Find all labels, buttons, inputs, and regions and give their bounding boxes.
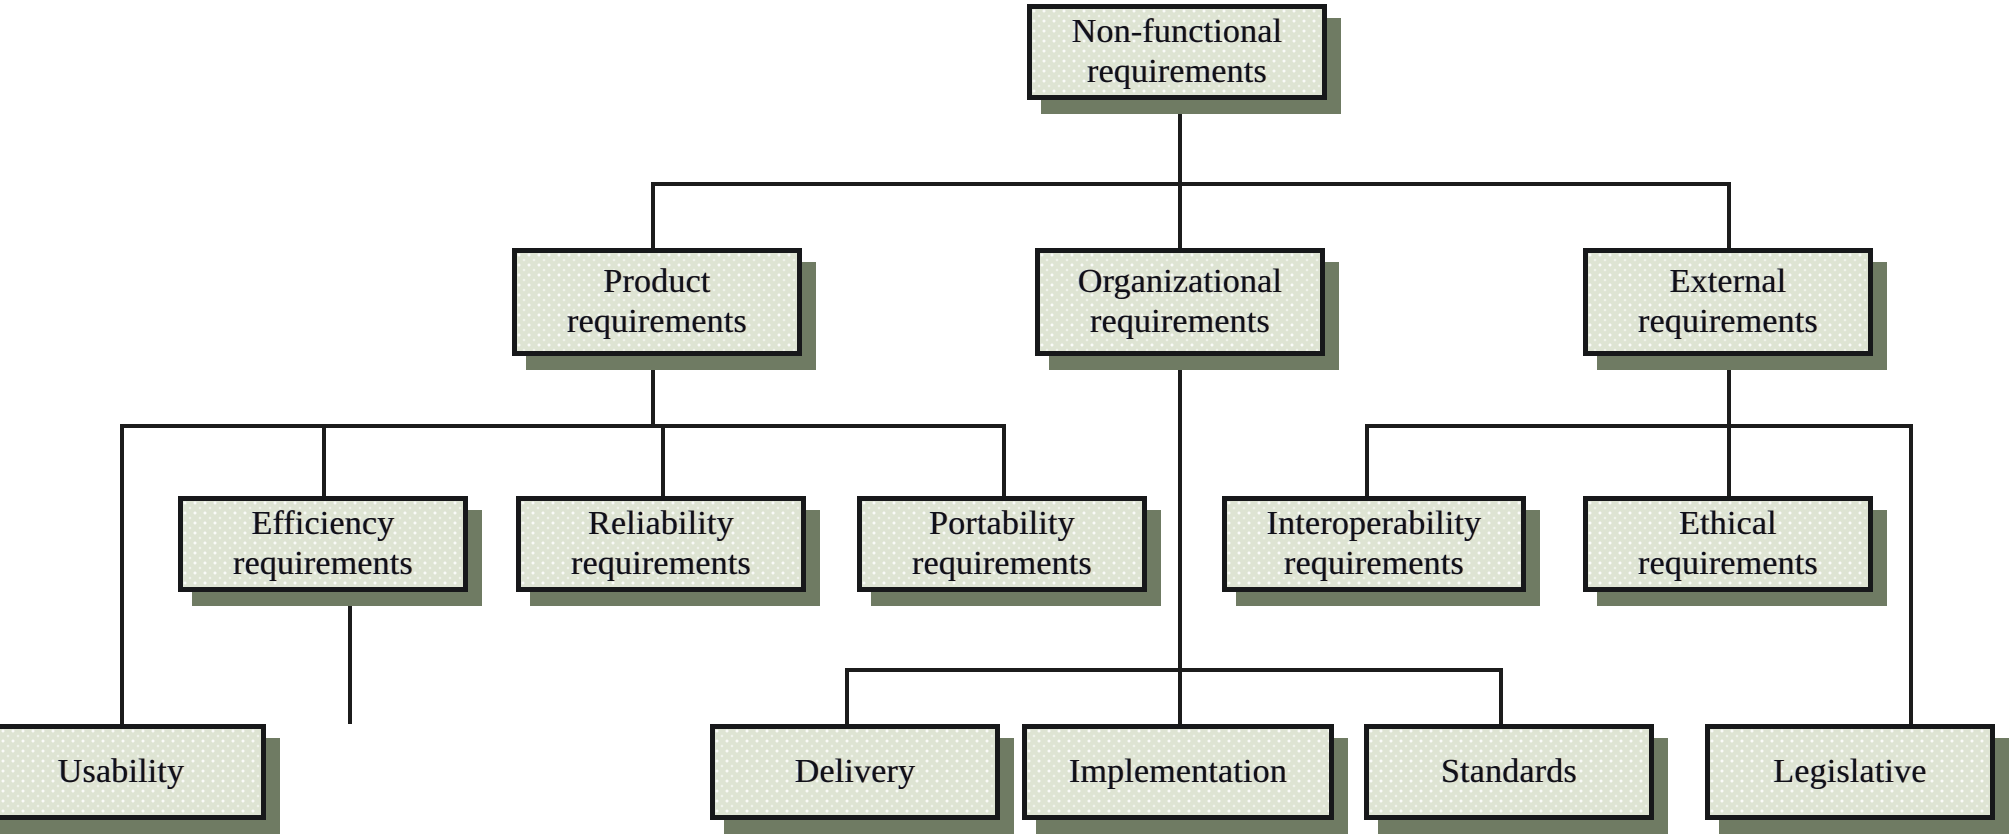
node-implementation[interactable]: Implementation [1022, 724, 1348, 834]
node-box: Standards [1364, 724, 1654, 820]
node-label: Product requirements [567, 262, 747, 340]
node-non-functional-requirements[interactable]: Non-functional requirements [1027, 4, 1341, 114]
node-organizational-requirements[interactable]: Organizational requirements [1035, 248, 1339, 370]
edge-to-legislative [1909, 424, 1913, 724]
node-box: Implementation [1022, 724, 1334, 820]
node-box: Product requirements [512, 248, 802, 356]
node-box: Interoperability requirements [1222, 496, 1526, 592]
node-box: Non-functional requirements [1027, 4, 1327, 100]
node-label: Ethical requirements [1638, 504, 1818, 582]
node-standards[interactable]: Standards [1364, 724, 1668, 834]
node-legislative[interactable]: Legislative [1705, 724, 2009, 834]
node-label: Efficiency requirements [233, 504, 413, 582]
edge-external-bus [1365, 424, 1913, 428]
edge-organizational-bus [845, 668, 1503, 672]
node-box: Delivery [710, 724, 1000, 820]
node-box: Ethical requirements [1583, 496, 1873, 592]
node-box: Portability requirements [857, 496, 1147, 592]
diagram-canvas: Non-functional requirements Product requ… [0, 4, 2009, 834]
edge-to-implementation [1178, 668, 1182, 724]
node-product-requirements[interactable]: Product requirements [512, 248, 816, 370]
node-label: Reliability requirements [571, 504, 751, 582]
node-usability[interactable]: Usability [0, 724, 280, 834]
node-label: Standards [1441, 752, 1577, 790]
edge-to-product [651, 182, 655, 248]
edge-to-usability [120, 424, 124, 724]
edge-organizational-stem [1178, 356, 1182, 672]
node-label: External requirements [1638, 262, 1818, 340]
edge-root-stem [1178, 96, 1182, 186]
node-reliability-requirements[interactable]: Reliability requirements [516, 496, 820, 606]
node-box: Organizational requirements [1035, 248, 1325, 356]
edge-product-bus [120, 424, 1006, 428]
node-label: Non-functional requirements [1071, 12, 1283, 90]
edge-to-reliability [661, 424, 665, 496]
edge-to-efficiency [322, 424, 326, 496]
edge-to-organizational [1178, 182, 1182, 248]
node-efficiency-requirements[interactable]: Efficiency requirements [178, 496, 482, 606]
node-box: External requirements [1583, 248, 1873, 356]
edge-to-ethical [1727, 424, 1731, 496]
edge-product-stem [651, 356, 655, 428]
node-label: Legislative [1773, 752, 1927, 790]
edge-external-stem [1727, 356, 1731, 428]
node-label: Delivery [794, 752, 916, 790]
edge-to-portability [1002, 424, 1006, 496]
node-label: Organizational requirements [1077, 262, 1283, 340]
node-label: Usability [57, 752, 185, 790]
node-external-requirements[interactable]: External requirements [1583, 248, 1887, 370]
node-box: Reliability requirements [516, 496, 806, 592]
edge-to-delivery [845, 668, 849, 724]
node-label: Portability requirements [912, 504, 1092, 582]
edge-to-interoperability [1365, 424, 1369, 496]
node-portability-requirements[interactable]: Portability requirements [857, 496, 1161, 606]
node-label: Implementation [1068, 752, 1288, 790]
node-box: Legislative [1705, 724, 1995, 820]
node-interoperability-requirements[interactable]: Interoperability requirements [1222, 496, 1540, 606]
node-box: Usability [0, 724, 266, 820]
node-label: Interoperability requirements [1266, 504, 1482, 582]
node-ethical-requirements[interactable]: Ethical requirements [1583, 496, 1887, 606]
edge-to-external [1727, 182, 1731, 248]
edge-to-standards [1499, 668, 1503, 724]
edge-efficiency-stem [348, 592, 352, 724]
node-delivery[interactable]: Delivery [710, 724, 1014, 834]
edge-level1-bus [651, 182, 1731, 186]
node-box: Efficiency requirements [178, 496, 468, 592]
